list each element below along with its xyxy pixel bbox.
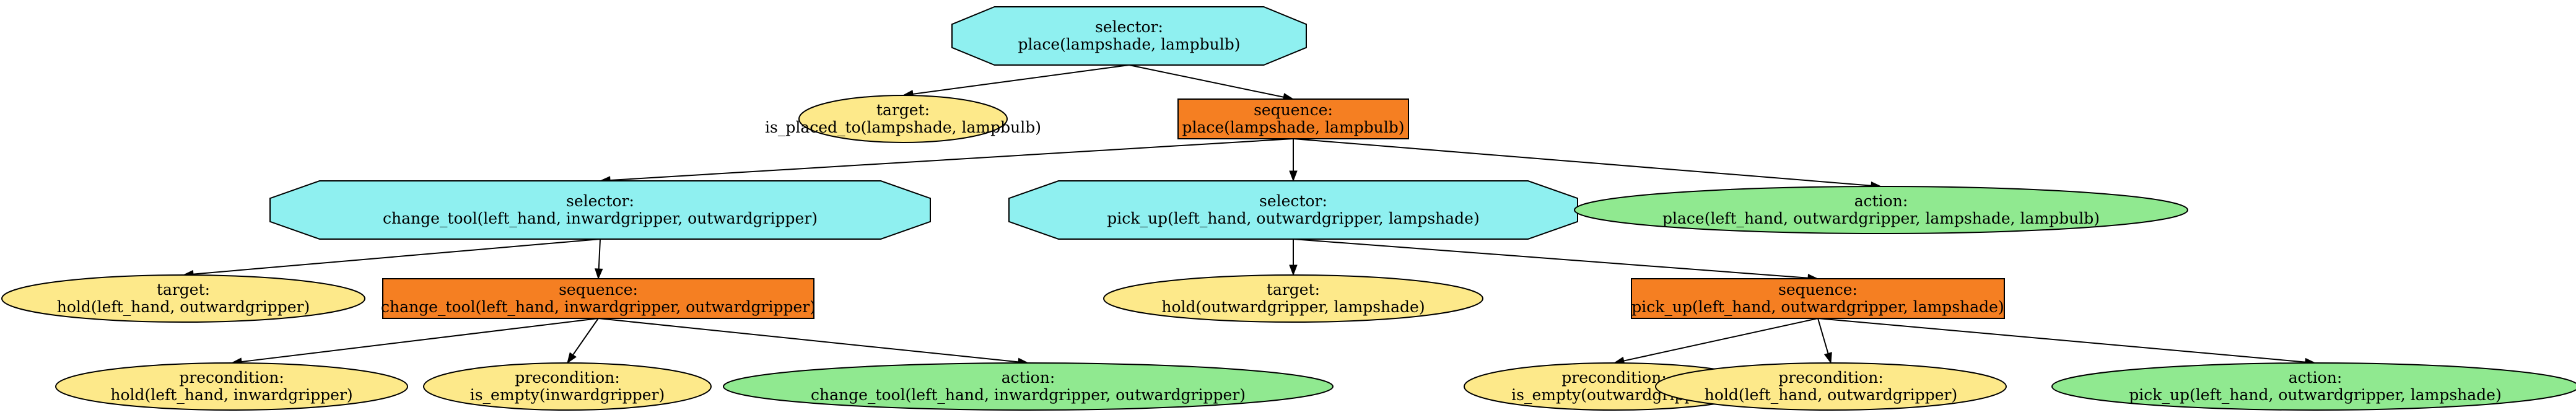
target-node-n6: target:hold(left_hand, outwardgripper): [1, 274, 365, 323]
node-kind-label: sequence:: [1254, 101, 1333, 119]
node-kind-label: action:: [1002, 369, 1055, 387]
precondition-node-n14: precondition:hold(left_hand, outwardgrip…: [1655, 362, 2007, 411]
edge-n3-to-n6: [193, 238, 601, 275]
node-expression-label: hold(left_hand, inwardgripper): [110, 386, 352, 404]
edge-root-to-n2: [1129, 64, 1284, 98]
node-expression-label: pick_up(left_hand, outwardgripper, lamps…: [1107, 209, 1479, 227]
arrowhead-n8: [1289, 264, 1298, 276]
target-node-n1: target:is_placed_to(lampshade, lampbulb): [765, 95, 1041, 143]
target-ellipse: [1, 274, 365, 323]
node-kind-label: selector:: [1259, 192, 1327, 210]
sequence-box: [1631, 278, 2005, 319]
action-ellipse: [2051, 362, 2576, 411]
node-kind-label: precondition:: [1778, 369, 1884, 387]
action-ellipse: [723, 362, 1334, 411]
sequence-box: [1177, 98, 1409, 139]
selector-node-n4: selector:pick_up(left_hand, outwardgripp…: [1008, 180, 1578, 240]
node-kind-label: selector:: [566, 192, 634, 210]
node-kind-label: action:: [2289, 369, 2342, 387]
node-expression-label: place(lampshade, lampbulb): [1182, 118, 1404, 136]
node-expression-label: hold(left_hand, outwardgripper): [57, 298, 310, 316]
target-ellipse: [798, 95, 1008, 143]
selector-node-n3: selector:change_tool(left_hand, inwardgr…: [269, 180, 931, 240]
node-expression-label: hold(outwardgripper, lampshade): [1161, 298, 1425, 316]
node-kind-label: selector:: [1095, 18, 1163, 36]
target-node-n8: target:hold(outwardgripper, lampshade): [1103, 274, 1483, 323]
node-expression-label: pick_up(left_hand, outwardgripper, lamps…: [1631, 298, 2004, 316]
action-node-n15: action:pick_up(left_hand, outwardgripper…: [2051, 362, 2576, 411]
arrowhead-n7: [595, 268, 603, 280]
node-kind-label: precondition:: [515, 369, 620, 387]
edge-n4-to-n9: [1293, 238, 1809, 279]
selector-octagon: [1008, 180, 1578, 240]
node-expression-label: is_empty(inwardgripper): [470, 386, 665, 404]
arrowhead-n14: [1823, 352, 1832, 364]
sequence-node-n2: sequence:place(lampshade, lampbulb): [1177, 98, 1409, 139]
precondition-node-n11: precondition:is_empty(inwardgripper): [423, 362, 712, 411]
precondition-ellipse: [55, 362, 408, 411]
node-expression-label: place(lampshade, lampbulb): [1018, 35, 1240, 53]
node-expression-label: pick_up(left_hand, outwardgripper, lamps…: [2129, 386, 2501, 404]
sequence-node-n9: sequence:pick_up(left_hand, outwardgripp…: [1631, 278, 2005, 319]
edge-n2-to-n5: [1293, 138, 1872, 186]
edge-n7-to-n12: [598, 318, 1019, 363]
node-kind-label: sequence:: [1778, 281, 1858, 299]
edge-n3-to-n7: [598, 238, 601, 269]
edge-n9-to-n14: [1817, 318, 1829, 354]
node-kind-label: target:: [1267, 281, 1320, 299]
node-expression-label: is_placed_to(lampshade, lampbulb): [765, 118, 1041, 136]
precondition-node-n10: precondition:hold(left_hand, inwardgripp…: [55, 362, 408, 411]
precondition-ellipse: [1655, 362, 2007, 411]
node-expression-label: change_tool(left_hand, inwardgripper, ou…: [811, 386, 1246, 404]
edge-n9-to-n13: [1623, 318, 1818, 362]
node-layer: selector:place(lampshade, lampbulb)targe…: [1, 6, 2576, 411]
edge-n7-to-n11: [572, 318, 599, 356]
sequence-box: [382, 278, 814, 319]
selector-octagon: [951, 6, 1307, 66]
node-kind-label: action:: [1854, 192, 1908, 210]
edge-n7-to-n10: [241, 318, 599, 363]
node-kind-label: target:: [876, 101, 930, 119]
action-node-n12: action:change_tool(left_hand, inwardgrip…: [723, 362, 1334, 411]
action-node-n5: action:place(left_hand, outwardgripper, …: [1574, 186, 2188, 234]
action-ellipse: [1574, 186, 2188, 234]
node-expression-label: hold(left_hand, outwardgripper): [1705, 386, 1957, 404]
selector-node-root: selector:place(lampshade, lampbulb): [951, 6, 1307, 66]
target-ellipse: [1103, 274, 1483, 323]
arrowhead-n4: [1289, 170, 1298, 182]
sequence-node-n7: sequence:change_tool(left_hand, inwardgr…: [381, 278, 816, 319]
edge-n2-to-n3: [609, 138, 1294, 181]
edge-root-to-n1: [912, 64, 1130, 95]
arrowhead-n11: [567, 352, 577, 364]
edge-n9-to-n15: [1817, 318, 2306, 363]
node-kind-label: sequence:: [559, 281, 638, 299]
node-kind-label: precondition:: [179, 369, 284, 387]
node-kind-label: precondition:: [1561, 369, 1667, 387]
node-expression-label: change_tool(left_hand, inwardgripper, ou…: [381, 298, 816, 316]
precondition-ellipse: [423, 362, 712, 411]
node-expression-label: change_tool(left_hand, inwardgripper, ou…: [383, 209, 818, 227]
selector-octagon: [269, 180, 931, 240]
node-expression-label: place(left_hand, outwardgripper, lampsha…: [1662, 209, 2100, 227]
node-kind-label: target:: [157, 281, 210, 299]
